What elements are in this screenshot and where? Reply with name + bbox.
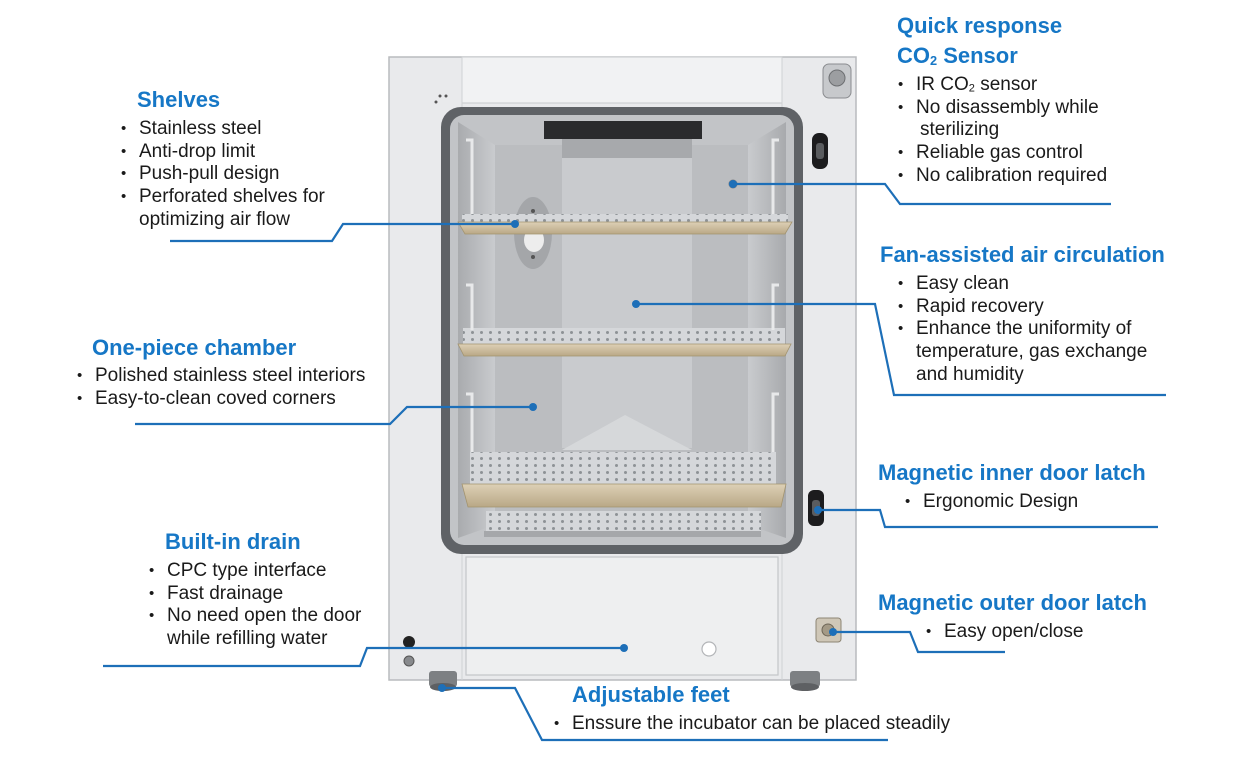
feature-item: while refilling water [167, 628, 328, 650]
leader-co2 [733, 182, 1111, 206]
callout-title: Quick response CO2 Sensor [897, 11, 1107, 71]
title-line: CO [897, 43, 930, 68]
feature-item: CPC type interface [148, 560, 361, 583]
feature-list: Easy open/close [925, 621, 1147, 644]
feature-item: Easy-to-clean coved corners [76, 388, 365, 411]
feature-list: Stainless steel Anti-drop limit Push-pul… [120, 118, 325, 232]
feature-item: No calibration required [897, 165, 1107, 188]
callout-title: Magnetic inner door latch [878, 460, 1146, 485]
callout-title: Adjustable feet [572, 682, 730, 707]
callout-title: Magnetic outer door latch [878, 590, 1147, 615]
callout-co2-sensor: Quick response CO2 Sensor IR CO2 sensor … [897, 11, 1107, 188]
leader-chamber [135, 405, 533, 426]
feature-item: Rapid recovery [897, 296, 1165, 319]
callout-title: Fan-assisted air circulation [880, 242, 1165, 267]
feature-item: Enssure the incubator can be placed stea… [553, 713, 950, 736]
feature-item: Anti-drop limit [120, 141, 325, 164]
shelves [457, 138, 793, 537]
callout-title: Shelves [137, 87, 221, 112]
leader-outer-latch [833, 630, 1005, 654]
feature-item: Easy open/close [925, 621, 1147, 644]
feature-list: Enssure the incubator can be placed stea… [553, 713, 950, 736]
leader-feet [442, 686, 888, 742]
feature-item: Easy clean [897, 273, 1165, 296]
adjustable-feet [429, 671, 820, 691]
feature-item: No need open the door [148, 605, 361, 628]
leader-inner-latch [818, 508, 1158, 529]
feature-list: Polished stainless steel interiors Easy-… [76, 365, 365, 410]
feature-item: Stainless steel [120, 118, 325, 141]
feature-item: Ergonomic Design [904, 491, 1146, 514]
feature-item: Perforated shelves for [120, 186, 325, 209]
feature-item: optimizing air flow [139, 208, 290, 230]
callout-fan-circulation: Fan-assisted air circulation Easy clean … [880, 240, 1165, 387]
feature-item: No disassembly while [897, 97, 1107, 120]
leader-fan [636, 302, 1166, 397]
drain-ports [403, 636, 415, 667]
callout-outer-door-latch: Magnetic outer door latch Easy open/clos… [878, 588, 1147, 644]
feature-item: Enhance the uniformity of [897, 318, 1165, 341]
leader-lines [103, 180, 1166, 742]
callout-inner-door-latch: Magnetic inner door latch Ergonomic Desi… [878, 458, 1146, 514]
feature-list: CPC type interface Fast drainage No need… [148, 560, 361, 651]
feature-text: sensor [974, 74, 1038, 95]
drain-panel [465, 556, 779, 676]
feature-item: Push-pull design [120, 163, 325, 186]
callout-shelves: Shelves Stainless steel Anti-drop limit … [120, 85, 325, 232]
feature-item: Reliable gas control [897, 142, 1107, 165]
feature-item: temperature, gas exchange [916, 341, 1148, 363]
feature-item: Polished stainless steel interiors [76, 365, 365, 388]
callout-built-in-drain: Built-in drain CPC type interface Fast d… [148, 527, 361, 651]
title-line: Sensor [937, 43, 1018, 68]
subscript: 2 [968, 82, 975, 95]
feature-list: Easy clean Rapid recovery Enhance the un… [897, 273, 1165, 387]
callout-one-piece-chamber: One-piece chamber Polished stainless ste… [76, 333, 365, 410]
feature-text: IR CO [916, 74, 969, 95]
title-line: Quick response [897, 13, 1063, 38]
leader-shelves [170, 222, 515, 243]
leader-drain [103, 646, 624, 668]
door-hardware [808, 63, 852, 643]
feature-item: IR CO2 sensor [897, 74, 1107, 97]
subscript: 2 [930, 52, 938, 68]
callout-title: One-piece chamber [92, 335, 297, 360]
feature-item: sterilizing [920, 119, 1000, 141]
callout-adjustable-feet: Adjustable feet Enssure the incubator ca… [553, 680, 950, 736]
feature-list: Ergonomic Design [904, 491, 1146, 514]
feature-list: IR CO2 sensor No disassembly while steri… [897, 74, 1107, 188]
feature-item: Fast drainage [148, 583, 361, 606]
callout-title: Built-in drain [165, 529, 301, 554]
feature-item: and humidity [916, 363, 1024, 385]
